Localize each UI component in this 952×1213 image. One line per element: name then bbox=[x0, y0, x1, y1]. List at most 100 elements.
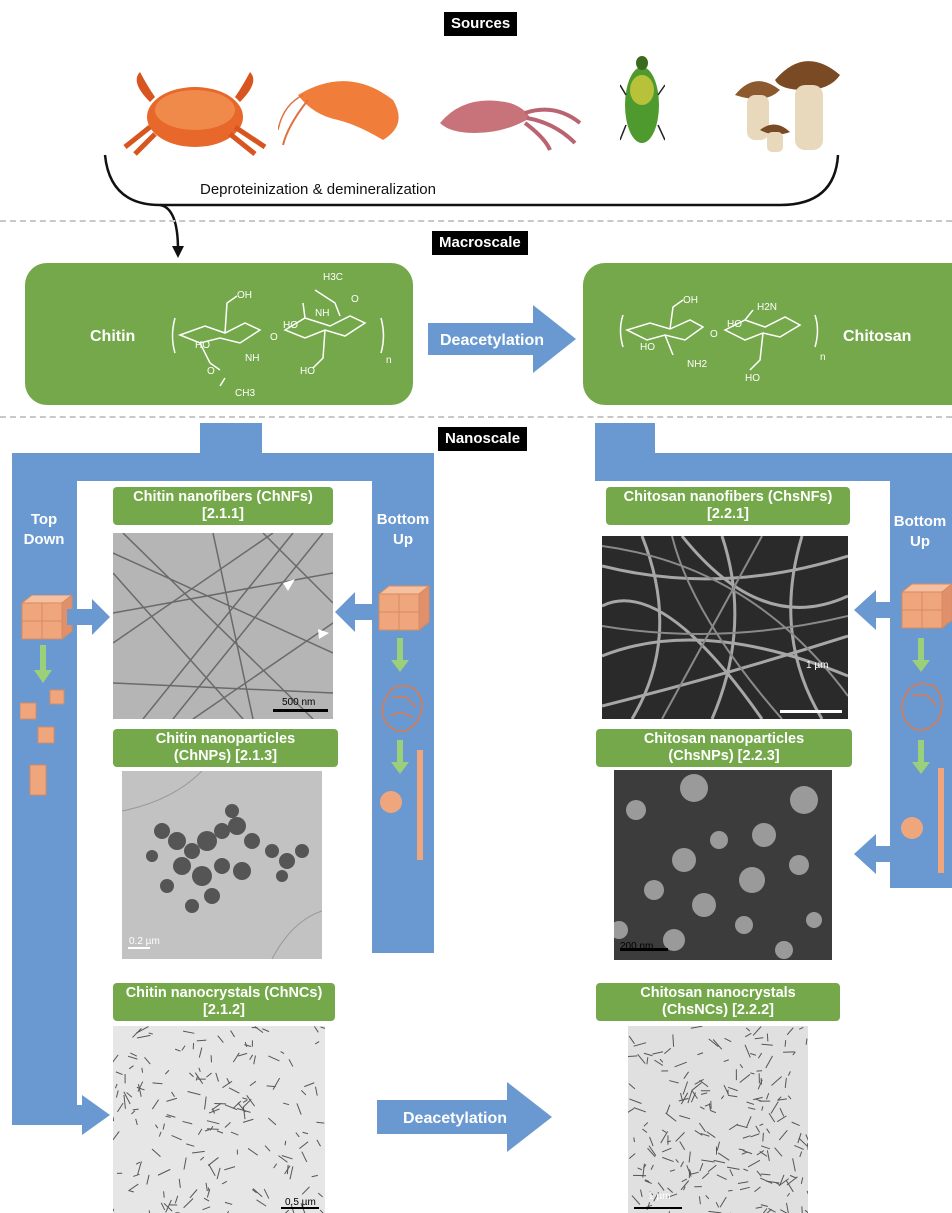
nanocrystal-needle bbox=[123, 1094, 126, 1109]
nanocrystal-needle bbox=[126, 1092, 133, 1098]
nanocrystal-needle bbox=[743, 1168, 749, 1172]
nanocrystal-needle bbox=[642, 1128, 648, 1133]
nanocrystal-needle bbox=[151, 1148, 161, 1157]
nanocrystal-needle bbox=[314, 1041, 320, 1045]
chncs-label: Chitin nanocrystals (ChNCs) [2.1.2] bbox=[113, 983, 335, 1021]
nanocrystal-needle bbox=[728, 1123, 739, 1131]
nanocrystal-needle bbox=[780, 1209, 788, 1213]
nanocrystal-needle bbox=[792, 1051, 796, 1056]
nanocrystal-needle bbox=[787, 1071, 791, 1076]
nanocrystal-needle bbox=[253, 1055, 256, 1065]
nanocrystal-needle bbox=[805, 1134, 808, 1141]
nanocrystal-needle bbox=[628, 1153, 636, 1159]
nanocrystal-needle bbox=[113, 1208, 115, 1213]
nanoscale-header: Nanoscale bbox=[438, 427, 528, 451]
nanocrystal-needle bbox=[130, 1052, 138, 1057]
nanocrystal-needle bbox=[661, 1147, 672, 1153]
chitosan-structure: OH H2N HO HO NH2 O HO n bbox=[619, 295, 826, 384]
chncs-scale: 0.5 µm bbox=[285, 1197, 316, 1208]
nanocrystal-needle bbox=[300, 1090, 307, 1096]
nanocrystal-needle bbox=[304, 1082, 315, 1088]
nanocrystal-needle bbox=[164, 1069, 170, 1075]
nanocrystal-needle bbox=[759, 1123, 764, 1126]
nanocrystal-needle bbox=[750, 1133, 760, 1138]
nanocrystal-needle bbox=[761, 1106, 764, 1111]
nanocrystal-needle bbox=[289, 1166, 294, 1180]
nanocrystal-needle bbox=[238, 1052, 248, 1057]
nanocrystal-needle bbox=[679, 1115, 691, 1120]
beetle-icon bbox=[620, 56, 665, 143]
nanocrystal-needle bbox=[675, 1159, 679, 1163]
nanocrystal-needle bbox=[242, 1098, 252, 1108]
nanocrystal-needle bbox=[208, 1163, 216, 1177]
nanocrystal-needle bbox=[264, 1145, 271, 1152]
nanocrystal-needle bbox=[770, 1101, 779, 1114]
nanocrystal-needle bbox=[144, 1056, 151, 1065]
nanocrystal-needle bbox=[160, 1202, 166, 1211]
nanocrystal-needle bbox=[716, 1174, 727, 1181]
nanocrystal-needle bbox=[114, 1083, 118, 1089]
chitin-oh-top: OH bbox=[237, 290, 252, 301]
nanocrystal-needle bbox=[217, 1035, 224, 1043]
nanocrystal-needle bbox=[771, 1076, 782, 1086]
nanocrystal-needle bbox=[779, 1174, 785, 1186]
chsnfs-micrograph bbox=[602, 536, 848, 719]
nanocrystal-needle bbox=[680, 1092, 689, 1105]
nanocrystal-needle bbox=[738, 1148, 745, 1151]
nanocrystal-needle bbox=[194, 1072, 204, 1084]
nanocrystal-needle bbox=[133, 1173, 140, 1177]
nanocrystal-needle bbox=[637, 1167, 643, 1171]
nanocrystal-needle bbox=[683, 1071, 690, 1079]
nanocrystal-needle bbox=[166, 1097, 178, 1102]
nanocrystal-needle bbox=[157, 1168, 171, 1176]
nanocrystal-needle bbox=[682, 1081, 689, 1095]
nanocrystal-needle bbox=[183, 1157, 187, 1170]
chnfs-label-line2: [2.1.1] bbox=[202, 506, 244, 522]
nanocrystal-needle bbox=[662, 1156, 674, 1163]
chnps-label-line2: (ChNPs) [2.1.3] bbox=[173, 748, 278, 764]
bottom-up-process-icon-right bbox=[854, 583, 952, 874]
chnfs-label: Chitin nanofibers (ChNFs) [2.1.1] bbox=[113, 487, 333, 525]
nanocrystal-needle bbox=[152, 1082, 163, 1085]
macroscale-header: Macroscale bbox=[432, 231, 528, 255]
chsnfs-label-line1: Chitosan nanofibers (ChsNFs) bbox=[623, 489, 833, 505]
nanocrystal-needle bbox=[633, 1107, 647, 1113]
nanocrystal-needle bbox=[804, 1209, 808, 1213]
nanocrystal-needle bbox=[706, 1131, 716, 1139]
nanocrystal-needle bbox=[756, 1170, 762, 1177]
divider-top bbox=[0, 220, 952, 222]
chitosan-ho2: HO bbox=[640, 342, 655, 353]
nanocrystal-needle bbox=[224, 1104, 238, 1111]
nanocrystal-needle bbox=[183, 1198, 194, 1209]
nanocrystal-needle bbox=[631, 1195, 641, 1205]
nanocrystal-needle bbox=[701, 1159, 715, 1163]
nanocrystal-needle bbox=[799, 1026, 804, 1030]
nanocrystal-needle bbox=[284, 1209, 290, 1213]
nanocrystal-needle bbox=[690, 1171, 699, 1175]
nanocrystal-needle bbox=[174, 1195, 179, 1204]
nanocrystal-needle bbox=[633, 1137, 635, 1143]
nanocrystal-needle bbox=[205, 1182, 208, 1192]
nanocrystal-needle bbox=[203, 1197, 210, 1202]
nanocrystal-needle bbox=[267, 1117, 277, 1126]
nanocrystal-needle bbox=[798, 1137, 808, 1147]
nanocrystal-needle bbox=[146, 1174, 150, 1185]
nanocrystal-needle bbox=[715, 1201, 720, 1208]
nanocrystal-needle bbox=[752, 1096, 763, 1101]
nanocrystal-needle bbox=[228, 1087, 240, 1094]
chitin-o-carbonyl: O bbox=[351, 294, 359, 305]
chitosan-h2n: H2N bbox=[757, 302, 777, 313]
nanocrystal-needle bbox=[742, 1149, 753, 1155]
nanocrystal-needle bbox=[158, 1131, 162, 1137]
nanocrystal-needle bbox=[747, 1159, 761, 1168]
nanocrystal-needle bbox=[665, 1112, 677, 1122]
nanocrystal-needle bbox=[249, 1054, 254, 1060]
nanocrystal-needle bbox=[281, 1155, 293, 1160]
nanocrystal-needle bbox=[719, 1196, 727, 1208]
nanocrystal-needle bbox=[744, 1044, 751, 1058]
nanocrystal-needle bbox=[132, 1028, 142, 1038]
sources-brace bbox=[103, 154, 840, 258]
top-down-line1: Top bbox=[30, 511, 58, 528]
nanocrystal-needle bbox=[648, 1145, 657, 1156]
bottom-up-right-line1: Bottom bbox=[893, 513, 947, 530]
